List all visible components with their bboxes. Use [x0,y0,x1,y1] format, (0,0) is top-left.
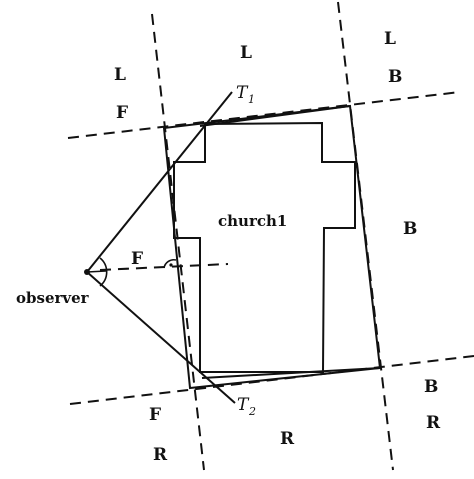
view-angle-arc-icon [99,257,108,287]
region-label-bottom-mid-r: R [280,429,295,449]
dashed-line-top-horizontal [67,91,461,139]
tangent-label-t1: T 1 [236,83,255,106]
observer-label: observer [16,289,90,307]
region-label-bottom-right-b: B [424,377,438,397]
right-angle-mark-icon [163,258,177,269]
region-label-top-left-l: L [114,65,126,85]
tangent-top-edge [199,105,351,127]
tangent-label-t1-subscript: 1 [248,93,255,106]
tangent-label-t2: T 2 [237,395,256,418]
church-outline [173,121,356,373]
sight-line-t1 [86,91,233,273]
region-label-top-right-b: B [388,67,402,87]
front-label: F [131,249,143,269]
tangent-bottom-edge [201,367,381,379]
dashed-line-left-vertical [151,13,205,471]
region-label-bottom-right-r: R [426,413,441,433]
building-label: church1 [218,212,287,230]
tangent-label-t2-name: T [237,395,250,415]
tangent-label-t2-subscript: 2 [248,405,256,418]
sight-line-t2 [86,271,236,404]
region-label-top-left-f: F [116,103,128,123]
tangent-label-t1-name: T [236,83,249,103]
region-label-bottom-left-r: R [153,445,168,465]
right-angle-dot-icon [169,263,173,267]
view-angle-bisector-icon [86,270,107,273]
region-label-top-mid-l: L [240,43,252,63]
church-bounding-box [162,104,382,390]
region-label-bottom-left-f: F [149,405,161,425]
region-label-top-right-l: L [384,29,396,49]
region-label-mid-right-b: B [403,219,417,239]
